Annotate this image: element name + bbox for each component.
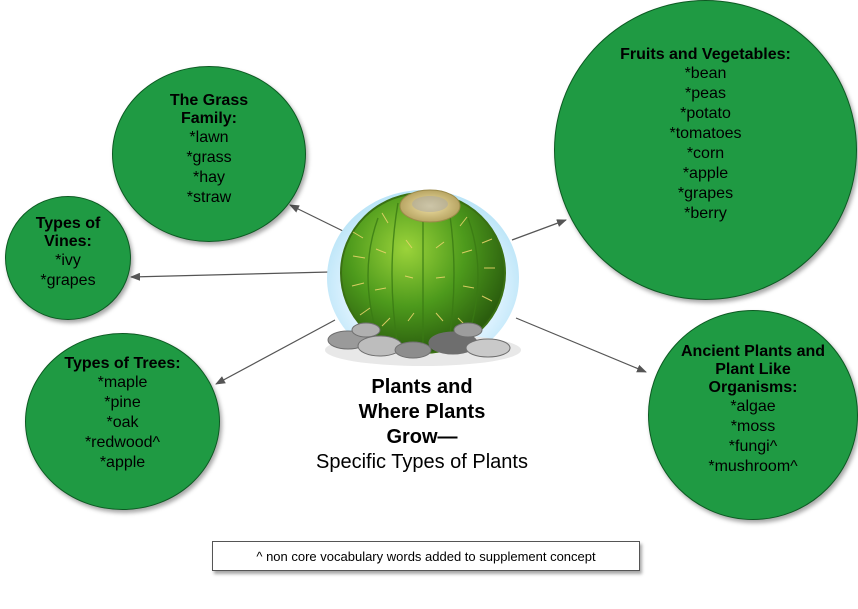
list-item: *tomatoes — [669, 125, 742, 142]
vines-node: Types of Vines: *ivy *grapes — [5, 196, 131, 320]
list-item: *grapes — [677, 185, 734, 202]
list-item: *oak — [106, 413, 139, 431]
fruits-vegetables-title: Fruits and Vegetables: — [620, 46, 791, 63]
grass-family-list: *lawn *grass *hay *straw — [149, 128, 269, 208]
fruits-vegetables-list: *bean *peas *potato *tomatoes *corn *app… — [596, 64, 816, 224]
central-topic-title: Plants and Where Plants Grow— — [358, 376, 486, 448]
central-topic: Plants and Where Plants Grow— Specific T… — [306, 375, 538, 475]
arrow-to-grass — [289, 204, 346, 233]
arrow-to-vines — [130, 271, 331, 281]
central-topic-subtitle: Specific Types of Plants — [316, 451, 528, 473]
list-item: *maple — [97, 373, 148, 391]
list-item: *hay — [192, 169, 226, 186]
list-item: *grass — [186, 149, 232, 166]
list-item: *corn — [686, 145, 725, 162]
list-item: *ivy — [55, 252, 81, 269]
grass-family-title: The Grass Family: — [169, 92, 249, 127]
list-item: *potato — [680, 105, 731, 122]
trees-node: Types of Trees: *maple *pine *oak *redwo… — [25, 333, 220, 510]
vines-list: *ivy *grapes — [23, 251, 113, 291]
list-item: *mushroom^ — [708, 458, 798, 475]
barrel-cactus-icon — [325, 189, 521, 366]
list-item: *fungi^ — [728, 438, 778, 455]
ancient-plants-node: Ancient Plants and Plant Like Organisms:… — [648, 310, 858, 520]
list-item: *straw — [186, 189, 232, 206]
list-item: *redwood^ — [84, 433, 161, 451]
list-item: *peas — [685, 85, 726, 102]
list-item: *moss — [730, 418, 776, 435]
ancient-plants-title: Ancient Plants and Plant Like Organisms: — [680, 343, 826, 396]
list-item: *bean — [684, 65, 727, 82]
vines-title: Types of Vines: — [35, 215, 101, 250]
arrow-to-ancient — [515, 317, 647, 373]
list-item: *pine — [104, 393, 141, 411]
list-item: *berry — [684, 205, 727, 222]
list-item: *apple — [682, 165, 729, 182]
trees-title: Types of Trees: — [64, 354, 181, 372]
list-item: *apple — [99, 453, 146, 471]
fruits-vegetables-node: Fruits and Vegetables: *bean *peas *pota… — [554, 0, 857, 300]
list-item: *lawn — [189, 129, 229, 146]
list-item: *algae — [730, 398, 776, 415]
footnote-box: ^ non core vocabulary words added to sup… — [212, 541, 640, 571]
grass-family-node: The Grass Family: *lawn *grass *hay *str… — [112, 66, 306, 242]
list-item: *grapes — [40, 272, 96, 289]
trees-list: *maple *pine *oak *redwood^ *apple — [38, 373, 208, 473]
arrow-to-trees — [215, 319, 336, 385]
arrow-to-fruits — [511, 219, 567, 241]
footnote-text: ^ non core vocabulary words added to sup… — [256, 548, 596, 564]
ancient-plants-list: *algae *moss *fungi^ *mushroom^ — [678, 397, 828, 477]
